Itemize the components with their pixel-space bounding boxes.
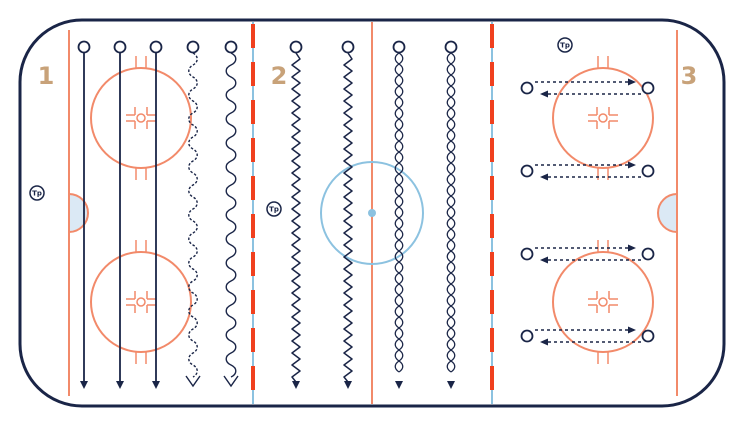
skating-path-braid	[446, 52, 456, 373]
faceoff-circle	[90, 56, 192, 180]
svg-text:Tp: Tp	[32, 190, 42, 198]
faceoff-circle	[552, 240, 654, 364]
arrowhead-open	[223, 375, 239, 388]
arrowhead	[116, 381, 124, 389]
player-start-marker	[341, 40, 355, 54]
player-start-marker	[444, 40, 458, 54]
arrowhead	[628, 244, 636, 252]
player-start-marker	[520, 81, 534, 95]
tp-marker-center: Tp	[266, 201, 282, 217]
arrowhead	[80, 381, 88, 389]
station-label-3: 3	[681, 62, 698, 90]
arrowhead	[540, 90, 548, 98]
skating-path-braid	[446, 52, 456, 373]
skating-path-braid	[394, 52, 404, 373]
player-start-marker	[186, 40, 200, 54]
svg-text:Tp: Tp	[269, 206, 279, 214]
arrowhead	[447, 381, 455, 389]
svg-text:Tp: Tp	[560, 42, 570, 50]
station-label-1: 1	[38, 62, 55, 90]
arrowhead	[628, 78, 636, 86]
player-start-marker	[149, 40, 163, 54]
arrowhead	[344, 381, 352, 389]
arrowhead	[540, 338, 548, 346]
player-start-marker	[641, 247, 655, 261]
station-label-2: 2	[271, 62, 288, 90]
center-dot	[368, 209, 376, 217]
arrowhead	[540, 256, 548, 264]
player-start-marker	[77, 40, 91, 54]
arrowhead	[628, 326, 636, 334]
arrowhead-open	[185, 375, 201, 388]
tp-marker-right: Tp	[557, 37, 573, 53]
player-start-marker	[224, 40, 238, 54]
faceoff-circle	[552, 56, 654, 180]
skating-path-zigzag	[343, 52, 353, 383]
faceoff-circle	[90, 240, 192, 364]
player-start-marker	[392, 40, 406, 54]
goal-crease-right	[657, 192, 678, 234]
player-start-marker	[520, 164, 534, 178]
arrowhead	[540, 173, 548, 181]
player-start-marker	[113, 40, 127, 54]
player-start-marker	[641, 81, 655, 95]
arrowhead	[395, 381, 403, 389]
tp-marker-left: Tp	[29, 185, 45, 201]
player-start-marker	[641, 329, 655, 343]
player-start-marker	[520, 329, 534, 343]
arrowhead	[628, 161, 636, 169]
skating-path-zigzag	[291, 52, 301, 383]
player-start-marker	[289, 40, 303, 54]
skating-path-crossover	[225, 52, 237, 378]
player-start-marker	[520, 247, 534, 261]
skating-path-braid	[394, 52, 404, 373]
arrowhead	[292, 381, 300, 389]
player-start-marker	[641, 164, 655, 178]
arrowhead	[152, 381, 160, 389]
center-circle	[320, 161, 424, 265]
